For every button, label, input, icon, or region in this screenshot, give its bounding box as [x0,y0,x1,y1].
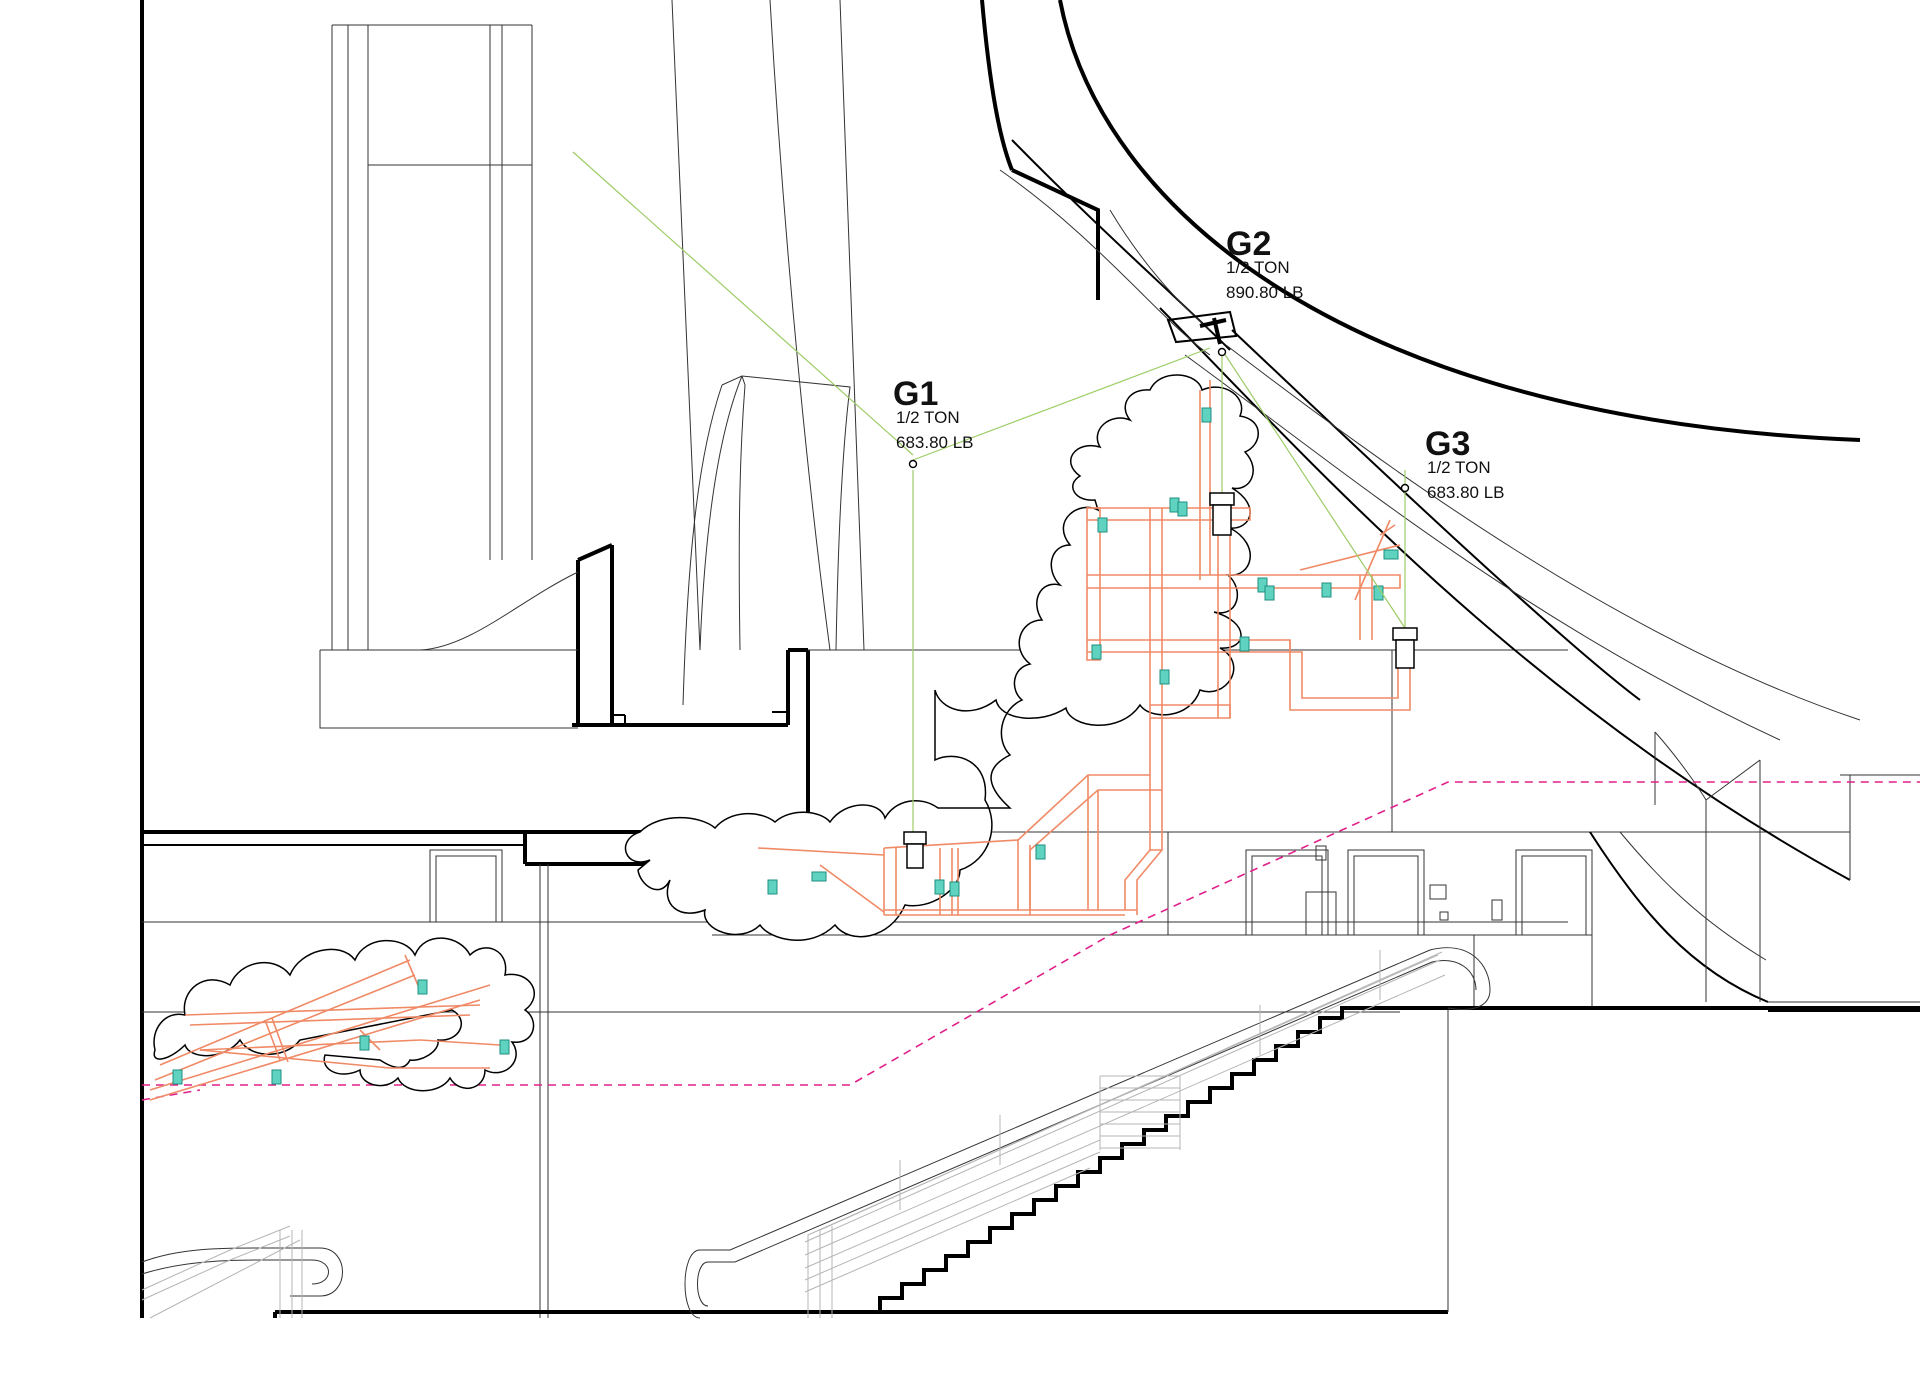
hoist-id: G1 [893,375,938,413]
building-structure [140,0,1920,1318]
hoist-load: 683.80 LB [896,433,974,452]
truss-grid-left [149,954,501,1101]
hoist-g1-marker [903,459,927,869]
rigging-cables [572,151,1406,835]
hoist-capacity: 1/2 TON [1427,458,1491,477]
lighting-cloud-left [153,937,536,1092]
hoist-g2-marker [1209,347,1235,536]
hoist-label-g3: G3 1/2 TON 683.80 LB [1425,425,1505,502]
hoist-id: G2 [1226,225,1271,263]
hoist-label-g2: G2 1/2 TON 890.80 LB [1226,225,1304,302]
hoist-capacity: 1/2 TON [896,408,960,427]
truss-grid-upper [757,380,1411,916]
hoist-g3-marker [1392,483,1418,669]
hoist-load: 683.80 LB [1427,483,1505,502]
light-fixtures [172,407,1399,1085]
escalators [141,947,1491,1319]
hoist-label-g1: G1 1/2 TON 683.80 LB [893,375,974,452]
hoist-capacity: 1/2 TON [1226,258,1290,277]
hoist-id: G3 [1425,425,1470,463]
hoist-load: 890.80 LB [1226,283,1304,302]
dashed-lines [141,781,1920,1101]
lighting-cloud-upper [624,374,1259,941]
